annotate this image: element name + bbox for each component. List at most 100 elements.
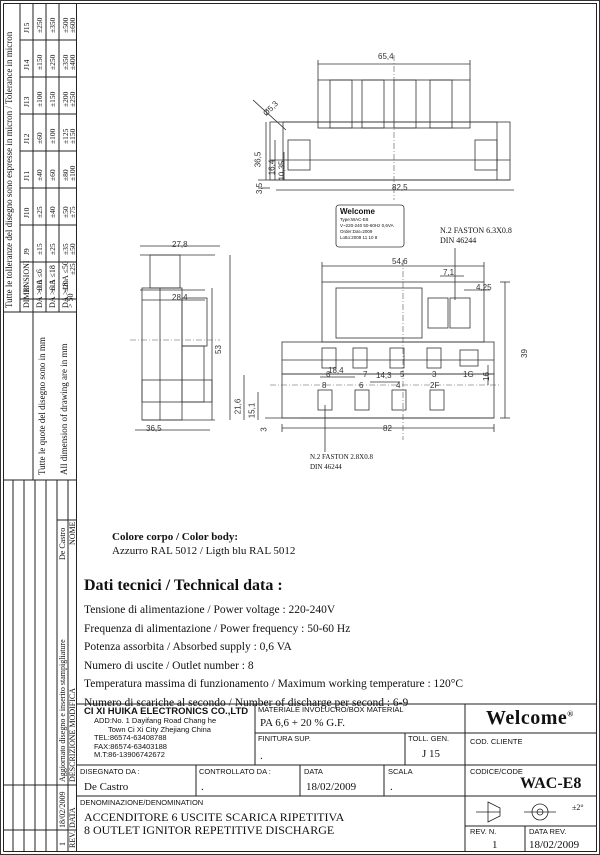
dim-53: 53 (213, 345, 223, 354)
dim-14-3: 14,3 (376, 371, 392, 380)
tol-col-j15: J15 (22, 22, 31, 33)
product-label-brand: Welcome (340, 207, 375, 216)
dim-54-6: 54,6 (392, 257, 408, 266)
outlet-label: 2F (430, 381, 440, 390)
technical-data-list: Tensione di alimentazione / Power voltag… (84, 601, 463, 712)
tol-cell: ±400 (68, 54, 77, 70)
rev-name-entry: De Castro (58, 527, 67, 560)
dim-16-4: 16,4 (267, 159, 277, 176)
outlet-label: 4 (396, 381, 401, 390)
tol-cell: ±60 (48, 169, 57, 181)
tech-line: Numero di scariche al secondo / Number o… (84, 696, 409, 709)
tol-cell: ±15 (35, 243, 44, 255)
tol-cell: ±600 (68, 17, 77, 33)
controllato-label: CONTROLLATO DA : (199, 767, 271, 776)
denom-it: ACCENDITORE 6 USCITE SCARICA RIPETITIVA (84, 810, 345, 824)
dim-82-5: 82,5 (392, 183, 408, 192)
rev-desc-entry: Aggiornato disegno e inserito stampiglia… (58, 639, 67, 782)
tol-cell: ±20 (61, 280, 70, 292)
rev-desc-header: DESCRIZIONE MODIFICA (68, 688, 77, 782)
tol-cell: ±25 (68, 263, 77, 275)
dim-3-5: 3,5 (255, 182, 265, 195)
tol-cell: ±250 (48, 54, 57, 70)
rev-date-header: DATA (68, 807, 77, 828)
tol-cell: ±150 (68, 128, 77, 144)
disegnato-value: De Castro (84, 781, 129, 793)
dim-21-6: 21,6 (233, 398, 243, 415)
tol-cell: ±10 (35, 280, 44, 292)
rev-date-entry: 18/02/2009 (58, 791, 67, 828)
product-label: Welcome Type:WAC-E8 V~220-240 50-60Hz 0,… (340, 207, 402, 241)
outlet-label: 3 (432, 370, 437, 379)
tol-col-j9: J9 (22, 248, 31, 255)
tol-col-j11: J11 (22, 170, 31, 181)
outlet-label: 5 (400, 370, 405, 379)
tol-cell: ±15 (48, 280, 57, 292)
tol-col-j8: J8 (22, 285, 31, 292)
tol-cell: ±75 (68, 206, 77, 218)
tol-cell: ±250 (35, 17, 44, 33)
tol-cell: ±100 (48, 128, 57, 144)
denom-label: DENOMINAZIONE/DENOMINATION (80, 798, 204, 807)
dim-82: 82 (383, 424, 392, 433)
disegnato-label: DISEGNATO DA : (80, 767, 140, 776)
codice-value: WAC-E8 (520, 775, 582, 792)
tolerance-symbol: ±2° (572, 803, 584, 812)
codice-label: CODICE/CODE (470, 767, 523, 776)
dim-16: 16 (481, 372, 491, 381)
tol-cell: ±100 (35, 91, 44, 107)
tech-line: Tensione di alimentazione / Power voltag… (84, 604, 336, 616)
brand-logo: Welcome® (486, 707, 574, 729)
units-note-it: Tutte le quote del disegno sono in mm (37, 337, 47, 475)
outlet-label: 7 (363, 370, 368, 379)
toll-gen-value: J 15 (422, 748, 441, 760)
dim-39: 39 (519, 349, 529, 358)
tol-cell: ±40 (48, 206, 57, 218)
outlet-label: 6 (359, 381, 364, 390)
dim-4-25: 4,25 (476, 283, 492, 292)
tol-col-j14: J14 (22, 59, 31, 70)
rev-header: REV. (68, 831, 77, 848)
dim-27-8: 27,8 (172, 240, 188, 249)
tol-cell: ±250 (68, 91, 77, 107)
tolerance-header: Tutte le tolleranze del disegno sono esp… (4, 31, 14, 308)
technical-data-title: Dati tecnici / Technical data : (84, 577, 283, 594)
tol-col-j10: J10 (22, 207, 31, 218)
denom-en: 8 OUTLET IGNITOR REPETITIVE DISCHARGE (84, 823, 335, 837)
dim-10-35: 10,35 (277, 160, 287, 181)
tol-cell: ±350 (48, 17, 57, 33)
rev-number-entry: 1 (58, 842, 67, 846)
tol-cell: ±50 (68, 243, 77, 255)
finitura-label: FINITURA SUP. (258, 734, 311, 743)
tech-line: Numero di uscite / Outlet number : 8 (84, 659, 254, 672)
dim-36-5: 36,5 (253, 151, 263, 168)
tol-cell: ±150 (48, 91, 57, 107)
tol-col-j13: J13 (22, 96, 31, 107)
denomination: ACCENDITORE 6 USCITE SCARICA RIPETITIVA … (84, 811, 344, 837)
rev-n-label: REV. N. (470, 827, 497, 836)
data-rev-label: DATA REV. (529, 827, 567, 836)
finitura-value: . (260, 750, 263, 762)
dim-18-4: 18,4 (328, 366, 344, 375)
dim-15-1: 15,1 (247, 402, 257, 419)
scala-value: . (390, 781, 393, 793)
tol-cell: ±100 (68, 165, 77, 181)
company-name: CI XI HUIKA ELECTRONICS CO.,LTD (84, 706, 249, 717)
outlet-label: 8 (322, 381, 327, 390)
data-value: 18/02/2009 (306, 781, 357, 793)
tol-cell: ±60 (35, 132, 44, 144)
dim-36-5-side: 36,5 (146, 424, 162, 433)
outlet-label: 1G (463, 370, 474, 379)
toll-gen-label: TOLL. GEN. (408, 734, 450, 743)
tol-cell: ±25 (35, 206, 44, 218)
tech-line: Frequenza di alimentazione / Power frequ… (84, 622, 351, 635)
cod-cliente-label: COD. CLIENTE (470, 737, 523, 746)
material-label: MATERIALE INVOLUCRO/BOX MATERIAL (258, 705, 404, 714)
scala-label: SCALA (388, 767, 413, 776)
rev-name-header: NOME (68, 521, 77, 545)
technical-data-section: Dati tecnici / Technical data : Tensione… (84, 577, 463, 712)
color-body-value: Azzurro RAL 5012 / Ligth blu RAL 5012 (112, 545, 296, 557)
material-value: PA 6,6 + 20 % G.F. (260, 717, 345, 729)
faston-top-note: N.2 FASTON 6.3X0.8 DIN 46244 (440, 226, 512, 245)
